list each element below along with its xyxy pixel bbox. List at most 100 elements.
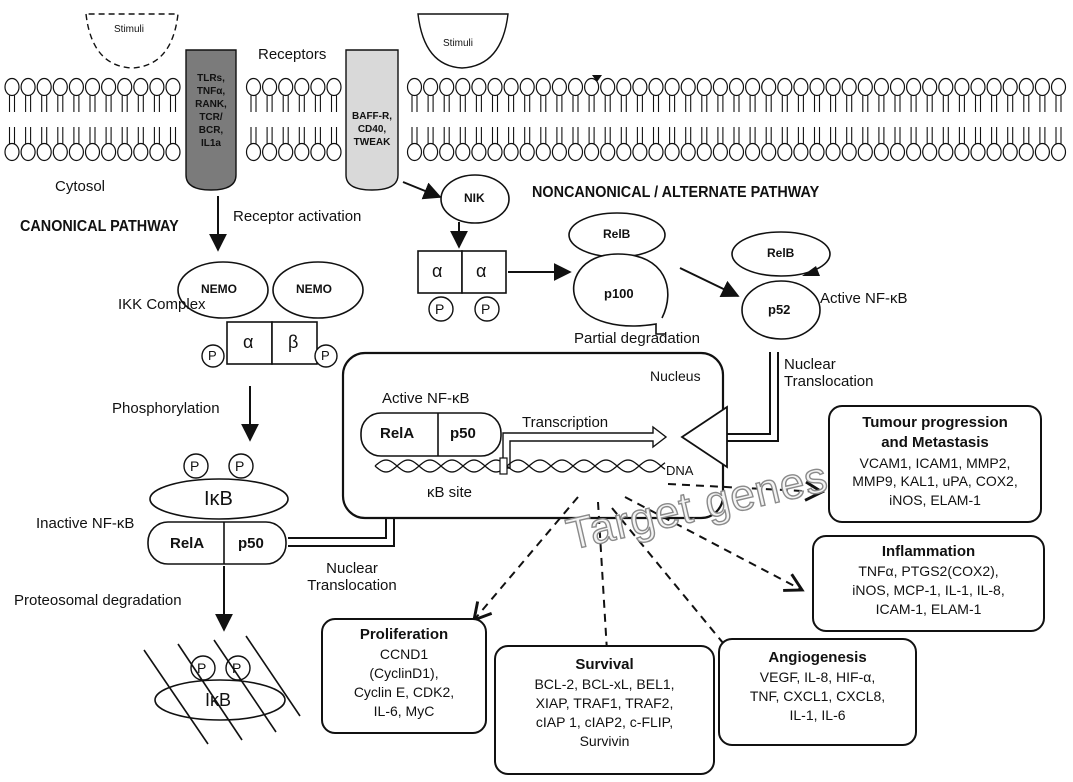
lipid-head bbox=[310, 142, 326, 162]
inflammation-title: Inflammation bbox=[881, 543, 976, 560]
lipid-head bbox=[889, 142, 906, 162]
degraded-phospho-left bbox=[190, 655, 216, 681]
lipid-head bbox=[439, 77, 455, 97]
active-p50-label: p50 bbox=[450, 425, 476, 442]
stimuli-right-label: Stimuli bbox=[443, 38, 474, 49]
lipid-head bbox=[744, 77, 761, 97]
lipid-head bbox=[1034, 77, 1051, 97]
proliferation-title: Proliferation bbox=[359, 626, 449, 643]
survival-genes-line: BCL-2, BCL-xL, BEL1, bbox=[534, 676, 675, 693]
lipid-head bbox=[712, 142, 729, 162]
relb-label-1: RelB bbox=[603, 227, 631, 241]
active-nfkb-noncanonical-label: Active NF-κB bbox=[820, 290, 908, 307]
nc-alpha-right-label: α bbox=[476, 261, 487, 281]
lipid-head bbox=[100, 77, 117, 97]
degraded-ikb-ellipse bbox=[154, 679, 286, 721]
canonical-nuclear-line2: Translocation bbox=[307, 577, 397, 595]
lipid-head bbox=[793, 142, 809, 162]
proliferation-genes-line: CCND1 bbox=[379, 646, 429, 663]
lipid-head bbox=[487, 77, 503, 97]
lipid-head bbox=[583, 77, 600, 97]
ikb-phospho-left bbox=[183, 453, 209, 479]
lipid-head bbox=[165, 142, 181, 162]
lipid-head bbox=[616, 142, 632, 162]
lipid-head bbox=[970, 142, 986, 162]
ikk-beta-label: β bbox=[288, 332, 299, 352]
lipid-head bbox=[423, 142, 439, 162]
lipid-head bbox=[1050, 142, 1067, 162]
lipid-head bbox=[616, 77, 632, 97]
lipid-head bbox=[1018, 77, 1034, 97]
lipid-head bbox=[809, 142, 825, 162]
survival-genes-line: cIAP 1, cIAP2, c-FLIP, bbox=[535, 714, 674, 731]
lipid-head bbox=[954, 142, 970, 162]
lipid-head bbox=[905, 77, 922, 97]
ikk-beta-box bbox=[271, 321, 318, 365]
relb-ellipse-2 bbox=[731, 231, 831, 277]
receptor-canonical-line: TLRs, bbox=[197, 73, 225, 84]
nik-ellipse bbox=[440, 174, 510, 224]
receptor-canonical-line: TNFα, bbox=[196, 86, 226, 97]
ikk-complex-label: IKK Complex bbox=[118, 296, 206, 313]
lipid-head bbox=[326, 77, 342, 97]
receptors-label: Receptors bbox=[258, 46, 327, 63]
ikk-phospho-right bbox=[314, 344, 338, 368]
lipid-head bbox=[245, 77, 262, 97]
nc-alpha-box-left bbox=[417, 250, 463, 294]
lipid-head bbox=[954, 77, 970, 97]
angiogenesis-title: Angiogenesis bbox=[768, 649, 867, 666]
lipid-head bbox=[728, 142, 745, 162]
inactive-p50-label: p50 bbox=[238, 535, 264, 552]
lipid-head bbox=[793, 77, 809, 97]
inactive-rela-label: RelA bbox=[170, 535, 205, 552]
tumour-genes-line: MMP9, KAL1, uPA, COX2, bbox=[852, 473, 1018, 490]
lipid-head bbox=[471, 77, 487, 97]
lipid-head bbox=[777, 77, 793, 97]
ikk-p-right-label: P bbox=[321, 348, 330, 363]
nucleus-label: Nucleus bbox=[650, 368, 701, 384]
proliferation-genes-line: IL-6, MyC bbox=[373, 702, 435, 719]
lipid-head bbox=[487, 142, 503, 162]
canonical-nuclear-label: Nuclear Translocation bbox=[298, 560, 406, 595]
target-gene-arrows bbox=[472, 480, 826, 672]
p52-cleavage-mark bbox=[802, 266, 820, 276]
tumour-genes-line: iNOS, ELAM-1 bbox=[889, 492, 981, 509]
lipid-head bbox=[600, 77, 616, 97]
lipid-head bbox=[761, 77, 777, 97]
receptor-noncanonical-line: TWEAK bbox=[353, 137, 391, 148]
kb-site-label: κB site bbox=[427, 484, 473, 501]
transcription-label: Transcription bbox=[522, 414, 609, 431]
nemo-right-label: NEMO bbox=[296, 282, 332, 296]
p52-label: p52 bbox=[768, 302, 791, 317]
lipid-head bbox=[825, 77, 841, 97]
lipid-head bbox=[922, 142, 938, 162]
lipid-head bbox=[551, 77, 568, 97]
noncanonical-nuclear-label: Nuclear Translocation bbox=[784, 356, 874, 391]
lipid-head bbox=[310, 77, 326, 97]
relb-label-2: RelB bbox=[767, 246, 795, 260]
lipid-head bbox=[551, 142, 568, 162]
survival-box: Survival BCL-2, BCL-xL, BEL1, XIAP, TRAF… bbox=[494, 645, 715, 775]
canonical-pathway-title: CANONICAL PATHWAY bbox=[20, 218, 179, 235]
p100-label: p100 bbox=[604, 286, 634, 301]
proliferation-box: Proliferation CCND1 (CyclinD1), Cyclin E… bbox=[321, 618, 487, 734]
lipid-head bbox=[1002, 77, 1018, 97]
nemo-left-label: NEMO bbox=[201, 282, 237, 296]
noncanonical-translocation-head bbox=[680, 405, 728, 469]
inactive-nfkb-label: Inactive NF-κB bbox=[36, 515, 135, 532]
ikk-alpha-label: α bbox=[243, 332, 254, 352]
lipid-head bbox=[632, 77, 648, 97]
inactive-nfkb-complex bbox=[147, 521, 287, 565]
lipid-head bbox=[149, 142, 165, 162]
lipid-head bbox=[696, 142, 712, 162]
degraded-p-left-label: P bbox=[197, 660, 207, 676]
lipid-head bbox=[68, 77, 85, 97]
proteosomal-degradation-label: Proteosomal degradation bbox=[14, 592, 182, 609]
lipid-head bbox=[423, 77, 439, 97]
arrow-p100-to-p52 bbox=[679, 267, 740, 298]
receptor-canonical-line: RANK, bbox=[195, 99, 227, 110]
lipid-head bbox=[905, 142, 922, 162]
receptor-activation-label: Receptor activation bbox=[233, 208, 362, 225]
lipid-head bbox=[519, 142, 535, 162]
receptor-canonical bbox=[185, 49, 237, 191]
